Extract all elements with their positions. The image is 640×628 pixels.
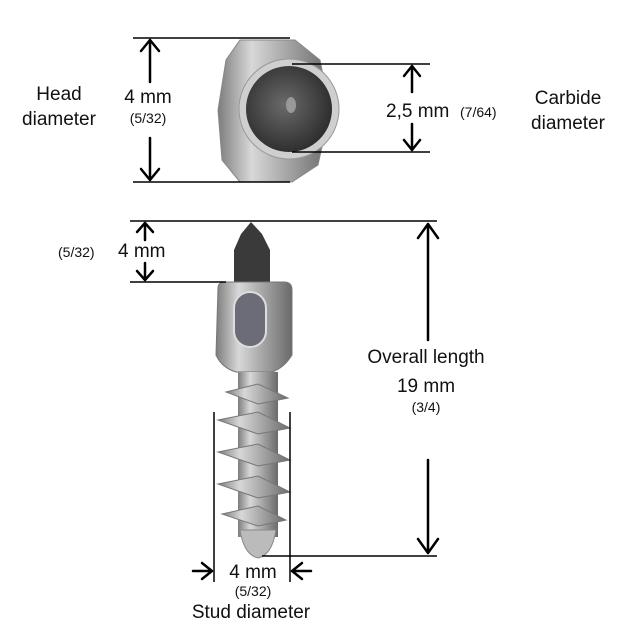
tip-height-value: 4 mm [118,241,166,262]
overall-length-value: 19 mm [397,376,455,397]
head-diameter-fraction: (5/32) [130,110,167,126]
stud-diameter-label: Stud diameter [192,602,311,623]
carbide-diameter-dimension [292,63,430,153]
tip-height-dimension [130,220,437,283]
carbide-label-line2: diameter [531,113,606,134]
carbide-diameter-fraction: (7/64) [460,104,497,120]
head-diameter-dimension [133,37,290,183]
carbide-label-line1: Carbide [535,88,602,109]
overall-length-dimension [262,222,440,557]
stud-head-top-view [217,39,340,183]
head-diameter-value: 4 mm [124,87,172,108]
head-label-line2: diameter [22,109,97,130]
head-label-line1: Head [36,84,81,105]
tip-height-fraction: (5/32) [58,244,95,260]
stud-side-view [215,222,293,559]
carbide-diameter-value: 2,5 mm [386,101,449,122]
overall-length-fraction: (3/4) [412,399,441,415]
overall-length-label: Overall length [367,347,484,368]
stud-diameter-dimension [191,412,313,582]
stud-diameter-value: 4 mm [229,562,277,583]
stud-diameter-fraction: (5/32) [235,583,272,599]
